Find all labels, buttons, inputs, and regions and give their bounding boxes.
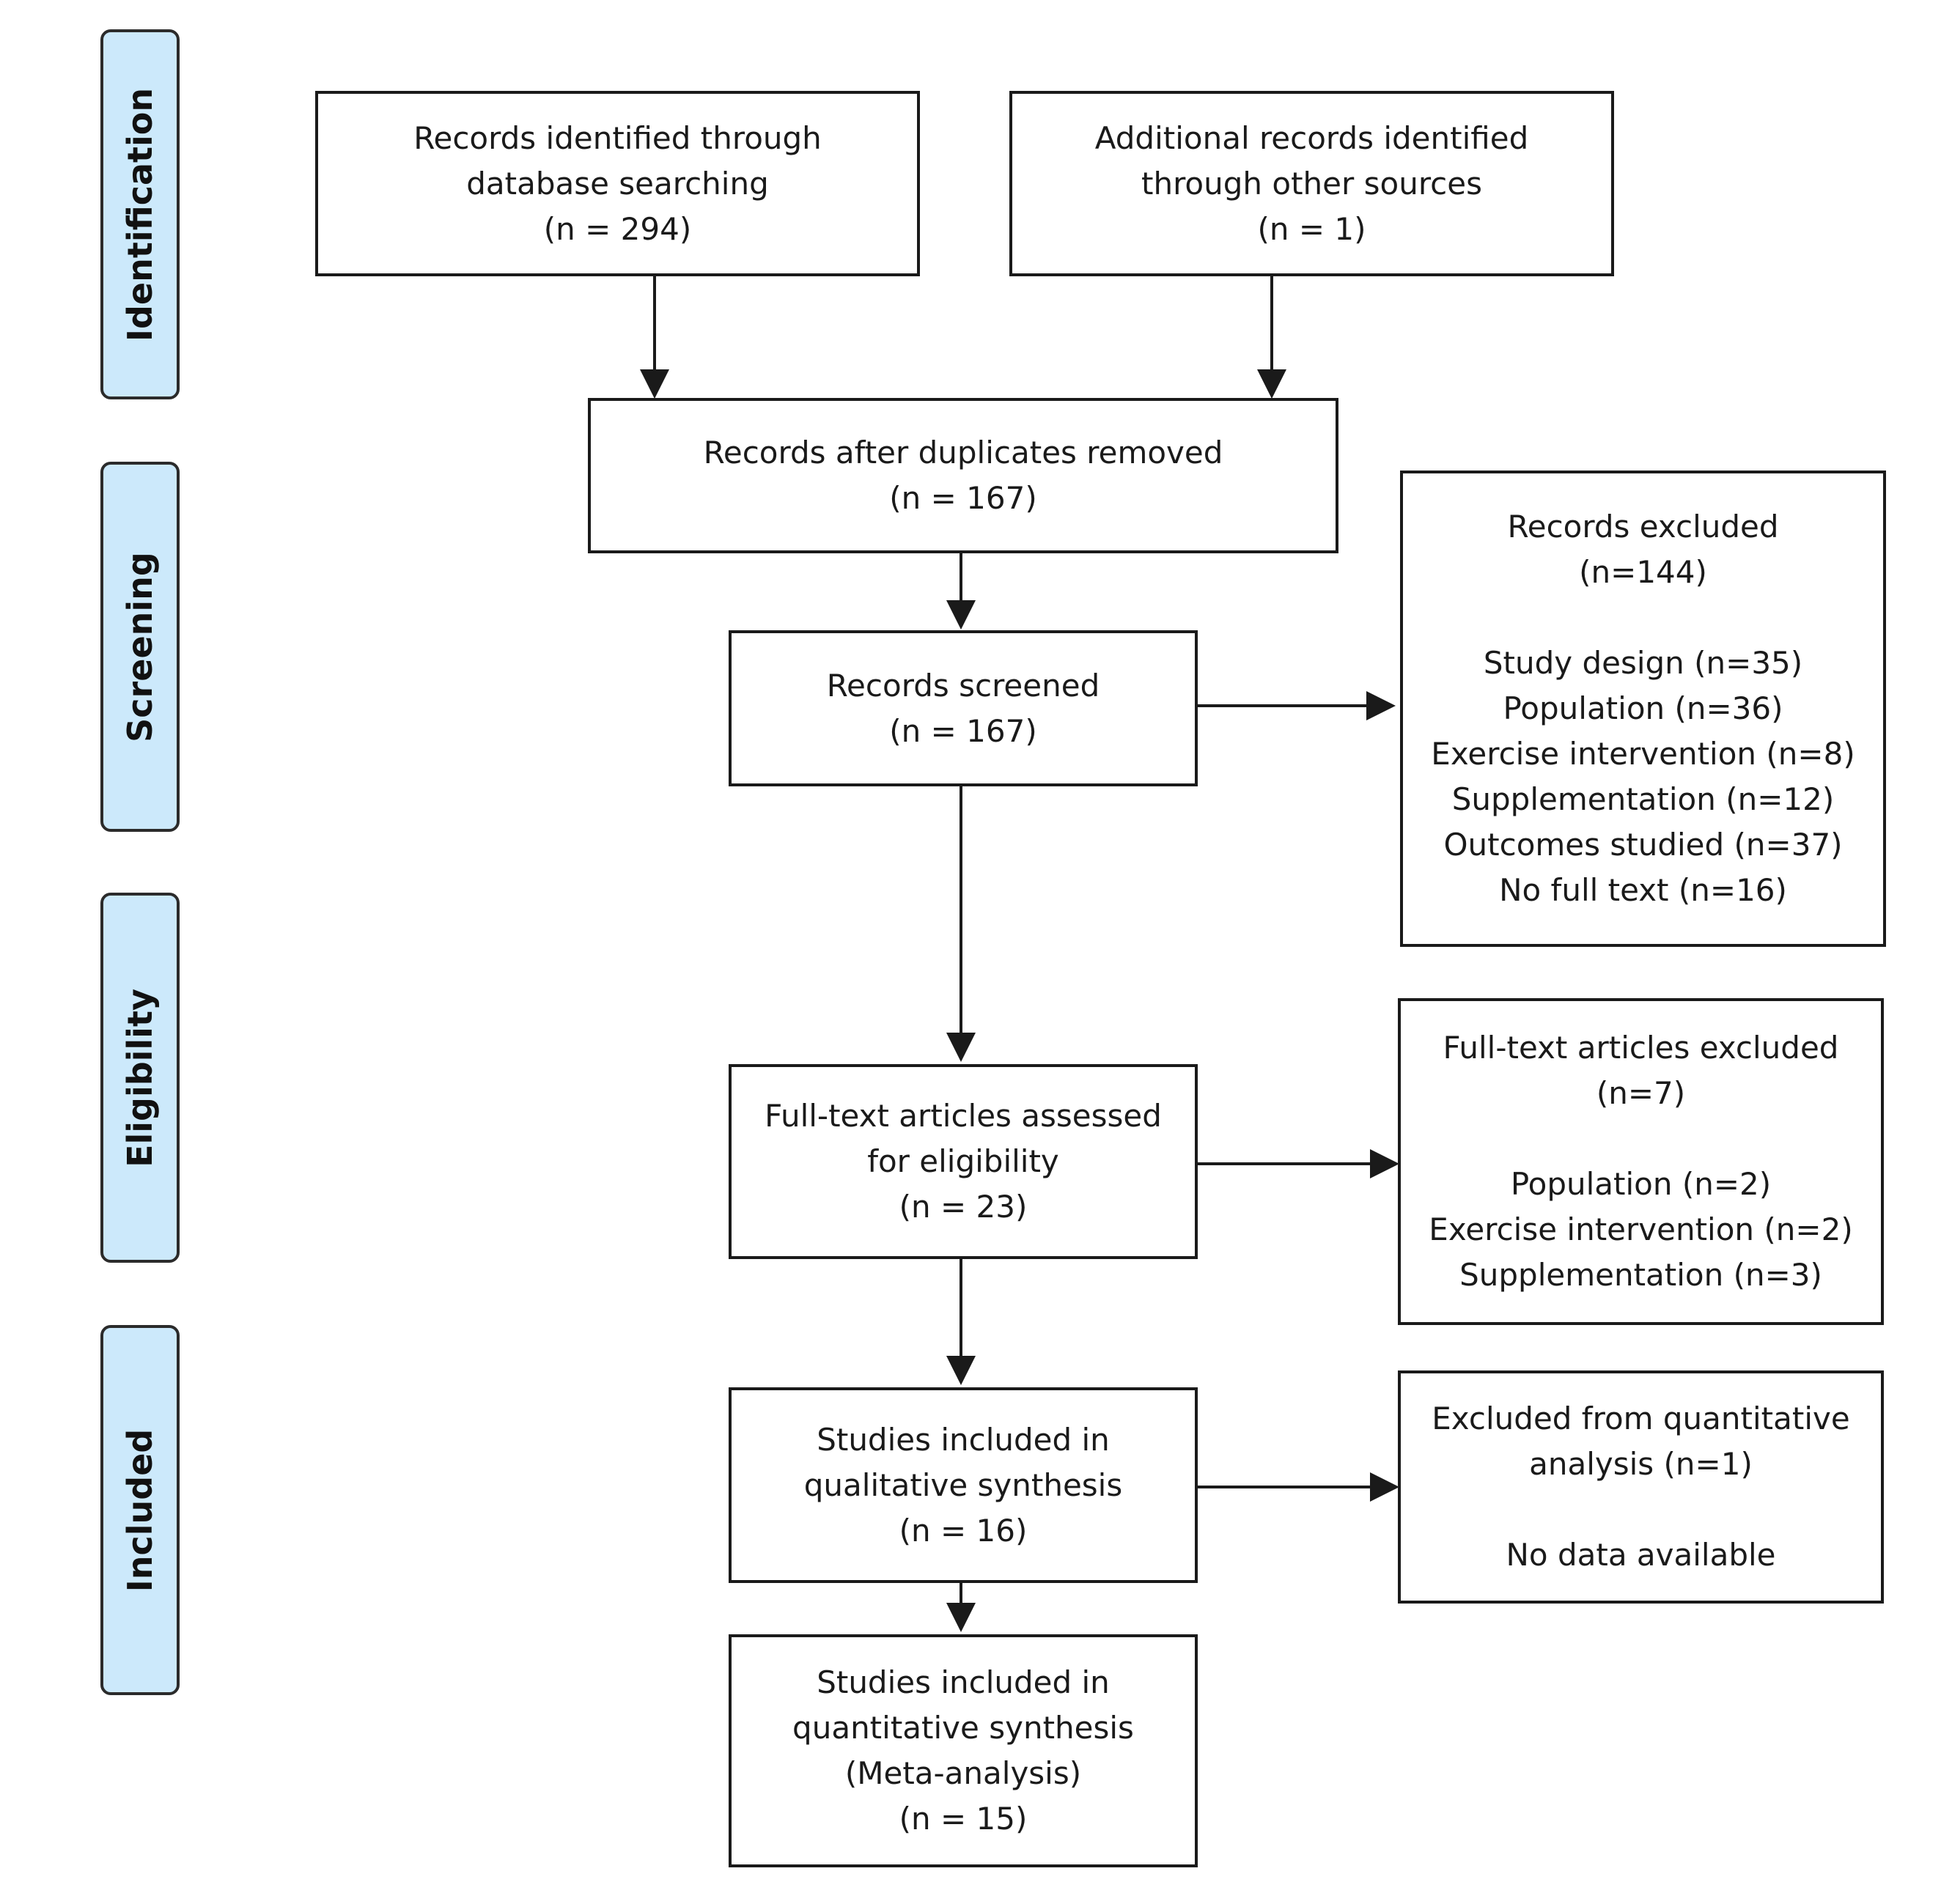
- stage-eligibility-label: Eligibility: [120, 988, 160, 1167]
- excluded-heading: Full-text articles excluded: [1443, 1030, 1839, 1066]
- box-line: (n = 167): [889, 480, 1037, 516]
- records-screened-box: Records screened (n = 167): [729, 630, 1198, 786]
- excluded-count: analysis (n=1): [1529, 1446, 1753, 1482]
- box-line: Additional records identified: [1094, 119, 1529, 156]
- exclusion-reason: Population (n=2): [1510, 1166, 1772, 1202]
- stage-included: Included: [100, 1325, 180, 1695]
- box-line: database searching: [466, 165, 769, 202]
- box-line: (n = 23): [899, 1189, 1028, 1225]
- box-line: quantitative synthesis: [792, 1710, 1134, 1746]
- box-line: Full-text articles assessed: [765, 1098, 1162, 1134]
- box-line: (n = 167): [889, 712, 1037, 749]
- box-line: Records screened: [826, 667, 1100, 704]
- excluded-count: (n=144): [1579, 554, 1707, 590]
- box-line: (n = 15): [899, 1801, 1028, 1837]
- stage-screening-label: Screening: [120, 551, 160, 742]
- excluded-heading: Excluded from quantitative: [1432, 1401, 1850, 1436]
- records-excluded-box: Records excluded (n=144) Study design (n…: [1400, 471, 1886, 947]
- box-line: Studies included in: [817, 1421, 1110, 1458]
- box-line: Records identified through: [413, 119, 822, 156]
- stage-eligibility: Eligibility: [100, 893, 180, 1263]
- stage-identification-label: Identification: [120, 87, 160, 342]
- box-line: through other sources: [1141, 165, 1482, 202]
- exclusion-reason: Outcomes studied (n=37): [1443, 827, 1843, 863]
- exclusion-reason: Study design (n=35): [1483, 645, 1803, 681]
- excluded-count: (n=7): [1596, 1075, 1686, 1111]
- excluded-heading: Records excluded: [1507, 509, 1779, 545]
- excluded-quantitative-box: Excluded from quantitative analysis (n=1…: [1398, 1370, 1884, 1604]
- box-line: (n = 1): [1257, 210, 1366, 247]
- duplicates-removed-box: Records after duplicates removed (n = 16…: [588, 398, 1338, 553]
- quantitative-synthesis-box: Studies included in quantitative synthes…: [729, 1634, 1198, 1867]
- box-line: Records after duplicates removed: [703, 435, 1223, 471]
- box-line: Studies included in: [817, 1664, 1110, 1700]
- exclusion-reason: Population (n=36): [1503, 690, 1783, 726]
- exclusion-reason: Exercise intervention (n=2): [1429, 1211, 1853, 1247]
- qualitative-synthesis-box: Studies included in qualitative synthesi…: [729, 1387, 1198, 1583]
- fulltext-excluded-box: Full-text articles excluded (n=7) Popula…: [1398, 998, 1884, 1325]
- box-line: (n = 294): [543, 210, 692, 247]
- stage-included-label: Included: [120, 1428, 160, 1592]
- exclusion-reason: No full text (n=16): [1499, 872, 1787, 908]
- exclusion-reason: Supplementation (n=12): [1451, 781, 1835, 817]
- exclusion-reason: No data available: [1506, 1537, 1776, 1573]
- box-line: (Meta-analysis): [844, 1755, 1082, 1791]
- box-line: for eligibility: [867, 1143, 1059, 1179]
- stage-identification: Identification: [100, 29, 180, 399]
- database-records-box: Records identified through database sear…: [315, 91, 920, 276]
- box-line: qualitative synthesis: [803, 1466, 1123, 1503]
- exclusion-reason: Exercise intervention (n=8): [1431, 736, 1855, 772]
- box-line: (n = 16): [899, 1512, 1028, 1549]
- exclusion-reason: Supplementation (n=3): [1459, 1257, 1822, 1293]
- fulltext-assessed-box: Full-text articles assessed for eligibil…: [729, 1064, 1198, 1259]
- stage-screening: Screening: [100, 462, 180, 832]
- other-sources-box: Additional records identified through ot…: [1009, 91, 1614, 276]
